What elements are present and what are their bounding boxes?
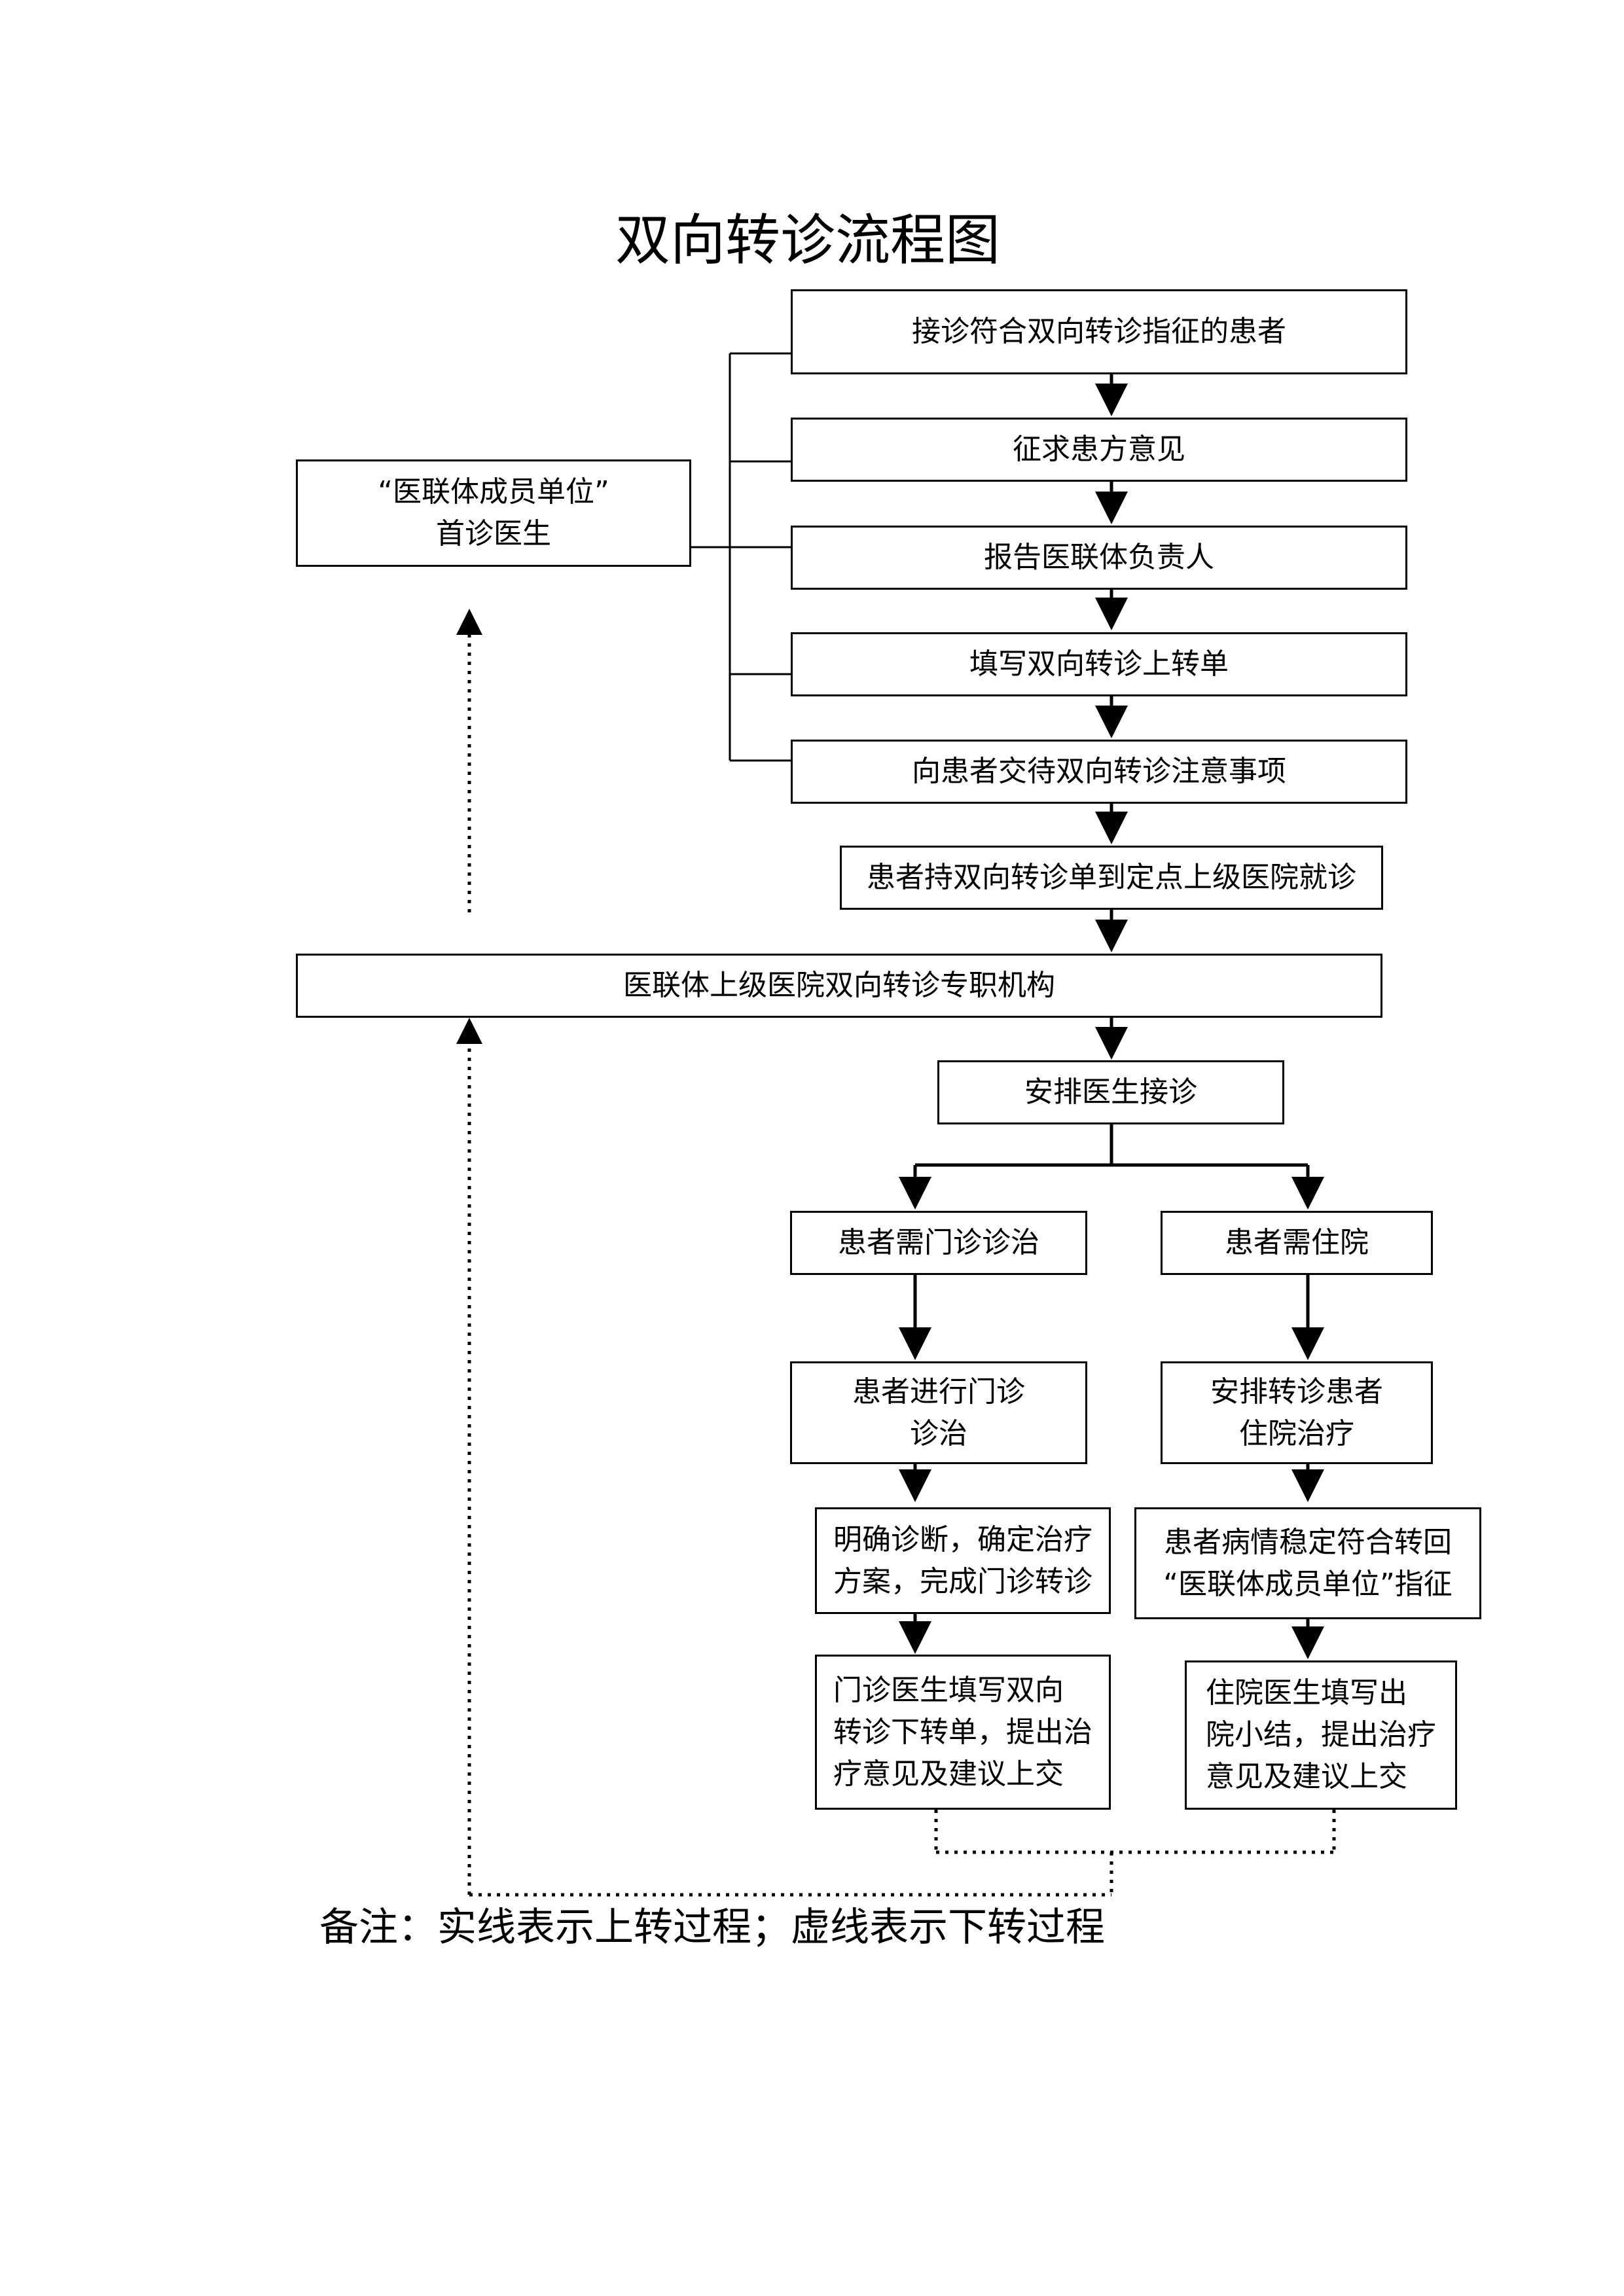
box-receive-patient-label: 接诊符合双向转诊指征的患者 bbox=[912, 315, 1286, 348]
box-inpatient-treatment-label: 安排转诊患者 住院治疗 bbox=[1210, 1374, 1383, 1450]
box-institution-label: 医联体上级医院双向转诊专职机构 bbox=[623, 969, 1055, 1002]
box-first-doctor: “医联体成员单位” 首诊医生 bbox=[296, 459, 691, 567]
box-explain-label: 向患者交待双向转诊注意事项 bbox=[912, 755, 1286, 788]
box-consent-label: 征求患方意见 bbox=[1013, 433, 1185, 466]
page-title: 双向转诊流程图 bbox=[615, 208, 1001, 272]
box-arrange-doctor-label: 安排医生接诊 bbox=[1024, 1075, 1197, 1109]
box-visit-hospital: 患者持双向转诊单到定点上级医院就诊 bbox=[840, 846, 1383, 910]
box-need-inpatient-label: 患者需住院 bbox=[1225, 1226, 1369, 1259]
box-outpatient-doctor-form-label: 门诊医生填写双向 转诊下转单，提出治 疗意见及建议上交 bbox=[833, 1673, 1092, 1791]
box-arrange-doctor: 安排医生接诊 bbox=[937, 1060, 1284, 1124]
box-institution: 医联体上级医院双向转诊专职机构 bbox=[296, 954, 1382, 1018]
box-outpatient-treatment: 患者进行门诊 诊治 bbox=[790, 1361, 1087, 1464]
bracket-connector bbox=[691, 352, 794, 762]
box-visit-hospital-label: 患者持双向转诊单到定点上级医院就诊 bbox=[867, 861, 1356, 894]
box-outpatient-doctor-form: 门诊医生填写双向 转诊下转单，提出治 疗意见及建议上交 bbox=[815, 1655, 1111, 1810]
box-diagnose: 明确诊断，确定治疗 方案，完成门诊转诊 bbox=[815, 1507, 1111, 1614]
box-diagnose-label: 明确诊断，确定治疗 方案，完成门诊转诊 bbox=[833, 1522, 1092, 1598]
box-explain: 向患者交待双向转诊注意事项 bbox=[791, 740, 1407, 804]
box-inpatient-doctor-form-label: 住院医生填写出 院小结，提出治疗 意见及建议上交 bbox=[1206, 1676, 1436, 1793]
box-need-outpatient-label: 患者需门诊诊治 bbox=[838, 1226, 1039, 1259]
box-inpatient-doctor-form: 住院医生填写出 院小结，提出治疗 意见及建议上交 bbox=[1185, 1660, 1457, 1810]
box-receive-patient: 接诊符合双向转诊指征的患者 bbox=[791, 289, 1407, 374]
legend-note: 备注：实线表示上转过程；虚线表示下转过程 bbox=[319, 1905, 1105, 1950]
box-condition-stable: 患者病情稳定符合转回 “医联体成员单位”指征 bbox=[1134, 1507, 1481, 1619]
box-first-doctor-label: “医联体成员单位” 首诊医生 bbox=[378, 475, 609, 550]
box-need-outpatient: 患者需门诊诊治 bbox=[790, 1211, 1087, 1275]
box-fill-up-form: 填写双向转诊上转单 bbox=[791, 632, 1407, 696]
box-condition-stable-label: 患者病情稳定符合转回 “医联体成员单位”指征 bbox=[1163, 1525, 1453, 1601]
box-report: 报告医联体负责人 bbox=[791, 526, 1407, 590]
box-fill-up-form-label: 填写双向转诊上转单 bbox=[969, 647, 1229, 681]
dotted-arrows bbox=[456, 609, 1336, 1897]
box-need-inpatient: 患者需住院 bbox=[1161, 1211, 1433, 1275]
solid-arrows bbox=[899, 374, 1324, 1659]
box-report-label: 报告医联体负责人 bbox=[984, 541, 1214, 574]
box-inpatient-treatment: 安排转诊患者 住院治疗 bbox=[1161, 1361, 1433, 1464]
box-consent: 征求患方意见 bbox=[791, 418, 1407, 482]
box-outpatient-treatment-label: 患者进行门诊 诊治 bbox=[852, 1374, 1025, 1450]
